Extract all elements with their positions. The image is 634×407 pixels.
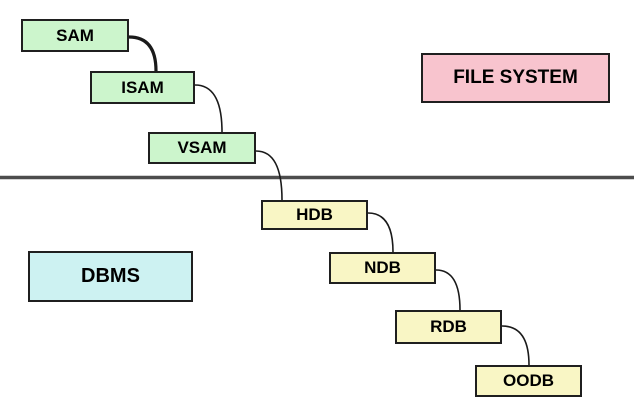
connector-ndb-rdb xyxy=(435,269,461,311)
connector-sam-isam xyxy=(128,35,158,72)
node-label: ISAM xyxy=(121,77,164,97)
region-label-text: DBMS xyxy=(81,265,140,287)
node-label: SAM xyxy=(56,25,94,45)
connector-isam-vsam xyxy=(194,84,223,133)
node-label: OODB xyxy=(503,371,554,390)
node-label: VSAM xyxy=(177,138,227,157)
connector-rdb-oodb xyxy=(501,325,530,366)
node-oodb: OODB xyxy=(475,365,582,397)
node-label: HDB xyxy=(296,205,333,224)
region-label-file-system: FILE SYSTEM xyxy=(421,53,610,103)
node-vsam: VSAM xyxy=(148,132,256,164)
node-hdb: HDB xyxy=(261,200,368,230)
connector-hdb-ndb xyxy=(367,212,394,253)
node-sam: SAM xyxy=(21,19,129,52)
node-rdb: RDB xyxy=(395,310,502,344)
node-label: NDB xyxy=(364,258,401,277)
node-ndb: NDB xyxy=(329,252,436,284)
connector-vsam-hdb xyxy=(255,150,283,201)
region-label-dbms: DBMS xyxy=(28,251,193,302)
node-isam: ISAM xyxy=(90,71,195,104)
region-label-text: FILE SYSTEM xyxy=(453,67,578,88)
node-label: RDB xyxy=(430,317,467,336)
